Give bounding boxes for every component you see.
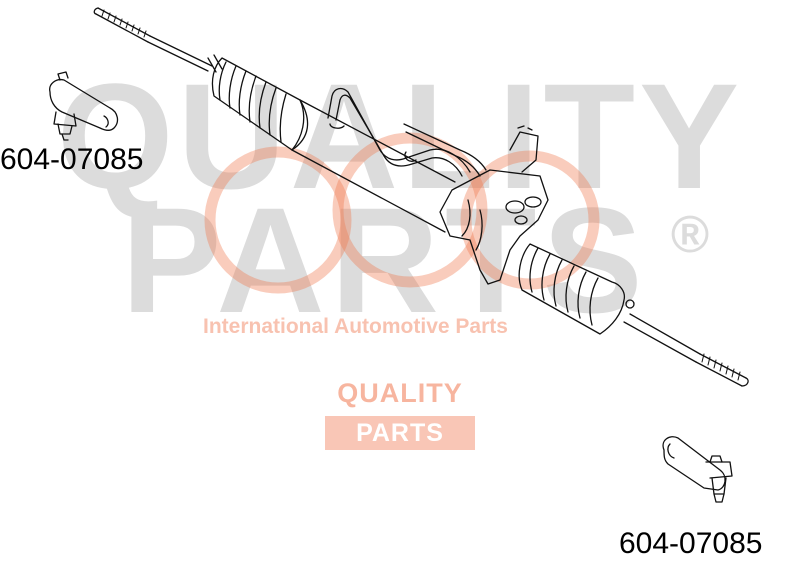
rack-tube-icon	[291, 99, 456, 233]
right-boot-icon	[518, 243, 635, 335]
right-tie-rod-icon	[623, 313, 749, 387]
left-boot-icon	[211, 57, 305, 151]
left-part-number-label: 604-07085	[0, 143, 144, 176]
logo-parts-text: PARTS	[356, 419, 444, 447]
left-tie-rod-end-icon	[49, 71, 119, 141]
watermark-registered-mark: ®	[671, 206, 709, 264]
right-part-number-label: 604-07085	[619, 527, 763, 560]
valve-body-icon	[439, 125, 549, 285]
logo-parts-box: PARTS	[325, 416, 475, 450]
hydraulic-pipes-icon	[327, 87, 487, 177]
left-tie-rod-icon	[93, 7, 223, 73]
watermark-quality-text: QUALITY	[57, 52, 743, 220]
logo-quality-text: QUALITY	[337, 378, 463, 408]
watermark-parts-text: PARTS	[121, 176, 648, 344]
quality-parts-logo: QUALITY PARTS	[323, 378, 477, 452]
right-tie-rod-end-icon	[662, 436, 733, 503]
watermark-tagline: International Automotive Parts	[203, 315, 508, 338]
